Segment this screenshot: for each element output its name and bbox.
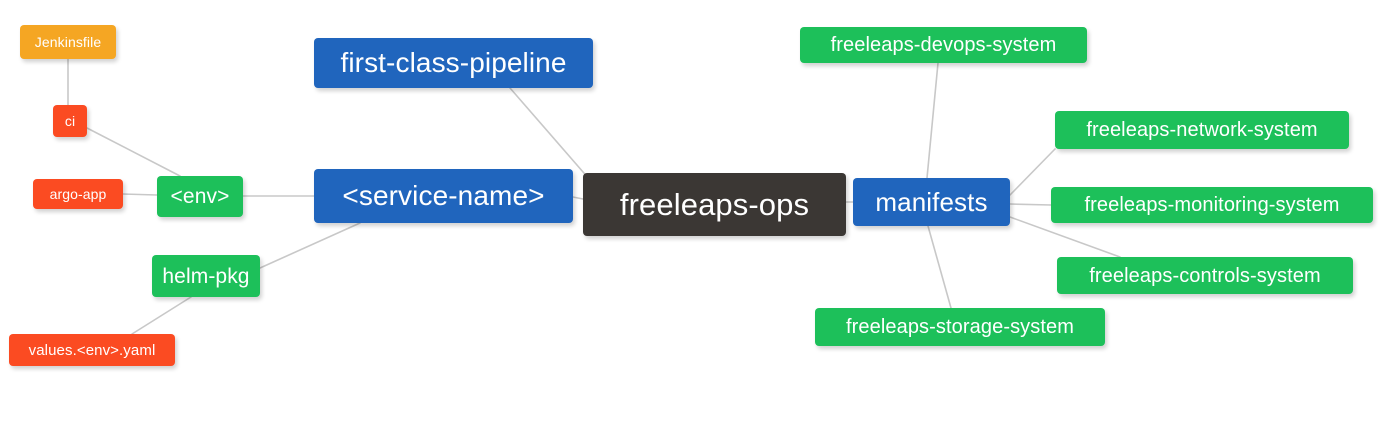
node-label-ci: ci — [64, 113, 76, 129]
edge-freeleaps-ops-to-first-class-pipeline — [509, 87, 591, 181]
edge-manifests-to-freeleaps-controls-system — [1009, 216, 1121, 258]
node-freeleaps-storage-system[interactable]: freeleaps-storage-system — [815, 308, 1105, 346]
node-ci[interactable]: ci — [53, 105, 87, 137]
node-label-env: <env> — [170, 185, 230, 208]
node-label-freeleaps-network-system: freeleaps-network-system — [1086, 119, 1318, 141]
node-label-jenkinsfile: Jenkinsfile — [34, 34, 102, 50]
edge-service-name-to-helm-pkg — [259, 222, 361, 269]
node-label-freeleaps-storage-system: freeleaps-storage-system — [845, 316, 1075, 338]
node-values-env-yaml[interactable]: values.<env>.yaml — [9, 334, 175, 366]
node-first-class-pipeline[interactable]: first-class-pipeline — [314, 38, 593, 88]
node-jenkinsfile[interactable]: Jenkinsfile — [20, 25, 116, 59]
edge-manifests-to-freeleaps-devops-system — [926, 62, 939, 179]
edge-manifests-to-freeleaps-monitoring-system — [1009, 203, 1052, 206]
node-freeleaps-network-system[interactable]: freeleaps-network-system — [1055, 111, 1349, 149]
edge-manifests-to-freeleaps-network-system — [1009, 148, 1056, 196]
node-freeleaps-controls-system[interactable]: freeleaps-controls-system — [1057, 257, 1353, 294]
node-label-freeleaps-controls-system: freeleaps-controls-system — [1089, 264, 1321, 287]
node-label-values-env-yaml: values.<env>.yaml — [28, 341, 156, 359]
node-helm-pkg[interactable]: helm-pkg — [152, 255, 260, 297]
node-service-name[interactable]: <service-name> — [314, 169, 573, 223]
edge-freeleaps-ops-to-service-name — [572, 196, 584, 200]
node-argo-app[interactable]: argo-app — [33, 179, 123, 209]
node-freeleaps-monitoring-system[interactable]: freeleaps-monitoring-system — [1051, 187, 1373, 223]
node-label-freeleaps-devops-system: freeleaps-devops-system — [830, 34, 1057, 56]
node-label-manifests: manifests — [875, 187, 988, 217]
node-manifests[interactable]: manifests — [853, 178, 1010, 226]
edge-manifests-to-freeleaps-storage-system — [927, 225, 952, 309]
node-env[interactable]: <env> — [157, 176, 243, 217]
node-label-argo-app: argo-app — [49, 186, 107, 202]
node-label-freeleaps-ops: freeleaps-ops — [619, 187, 810, 222]
node-label-service-name: <service-name> — [342, 180, 545, 211]
node-label-freeleaps-monitoring-system: freeleaps-monitoring-system — [1084, 194, 1340, 216]
node-freeleaps-devops-system[interactable]: freeleaps-devops-system — [800, 27, 1087, 63]
edge-env-to-ci — [86, 127, 181, 177]
edge-helm-pkg-to-values-env-yaml — [131, 296, 192, 335]
edge-env-to-argo-app — [122, 193, 158, 196]
node-label-first-class-pipeline: first-class-pipeline — [340, 47, 567, 78]
node-label-helm-pkg: helm-pkg — [162, 264, 250, 288]
node-freeleaps-ops[interactable]: freeleaps-ops — [583, 173, 846, 236]
